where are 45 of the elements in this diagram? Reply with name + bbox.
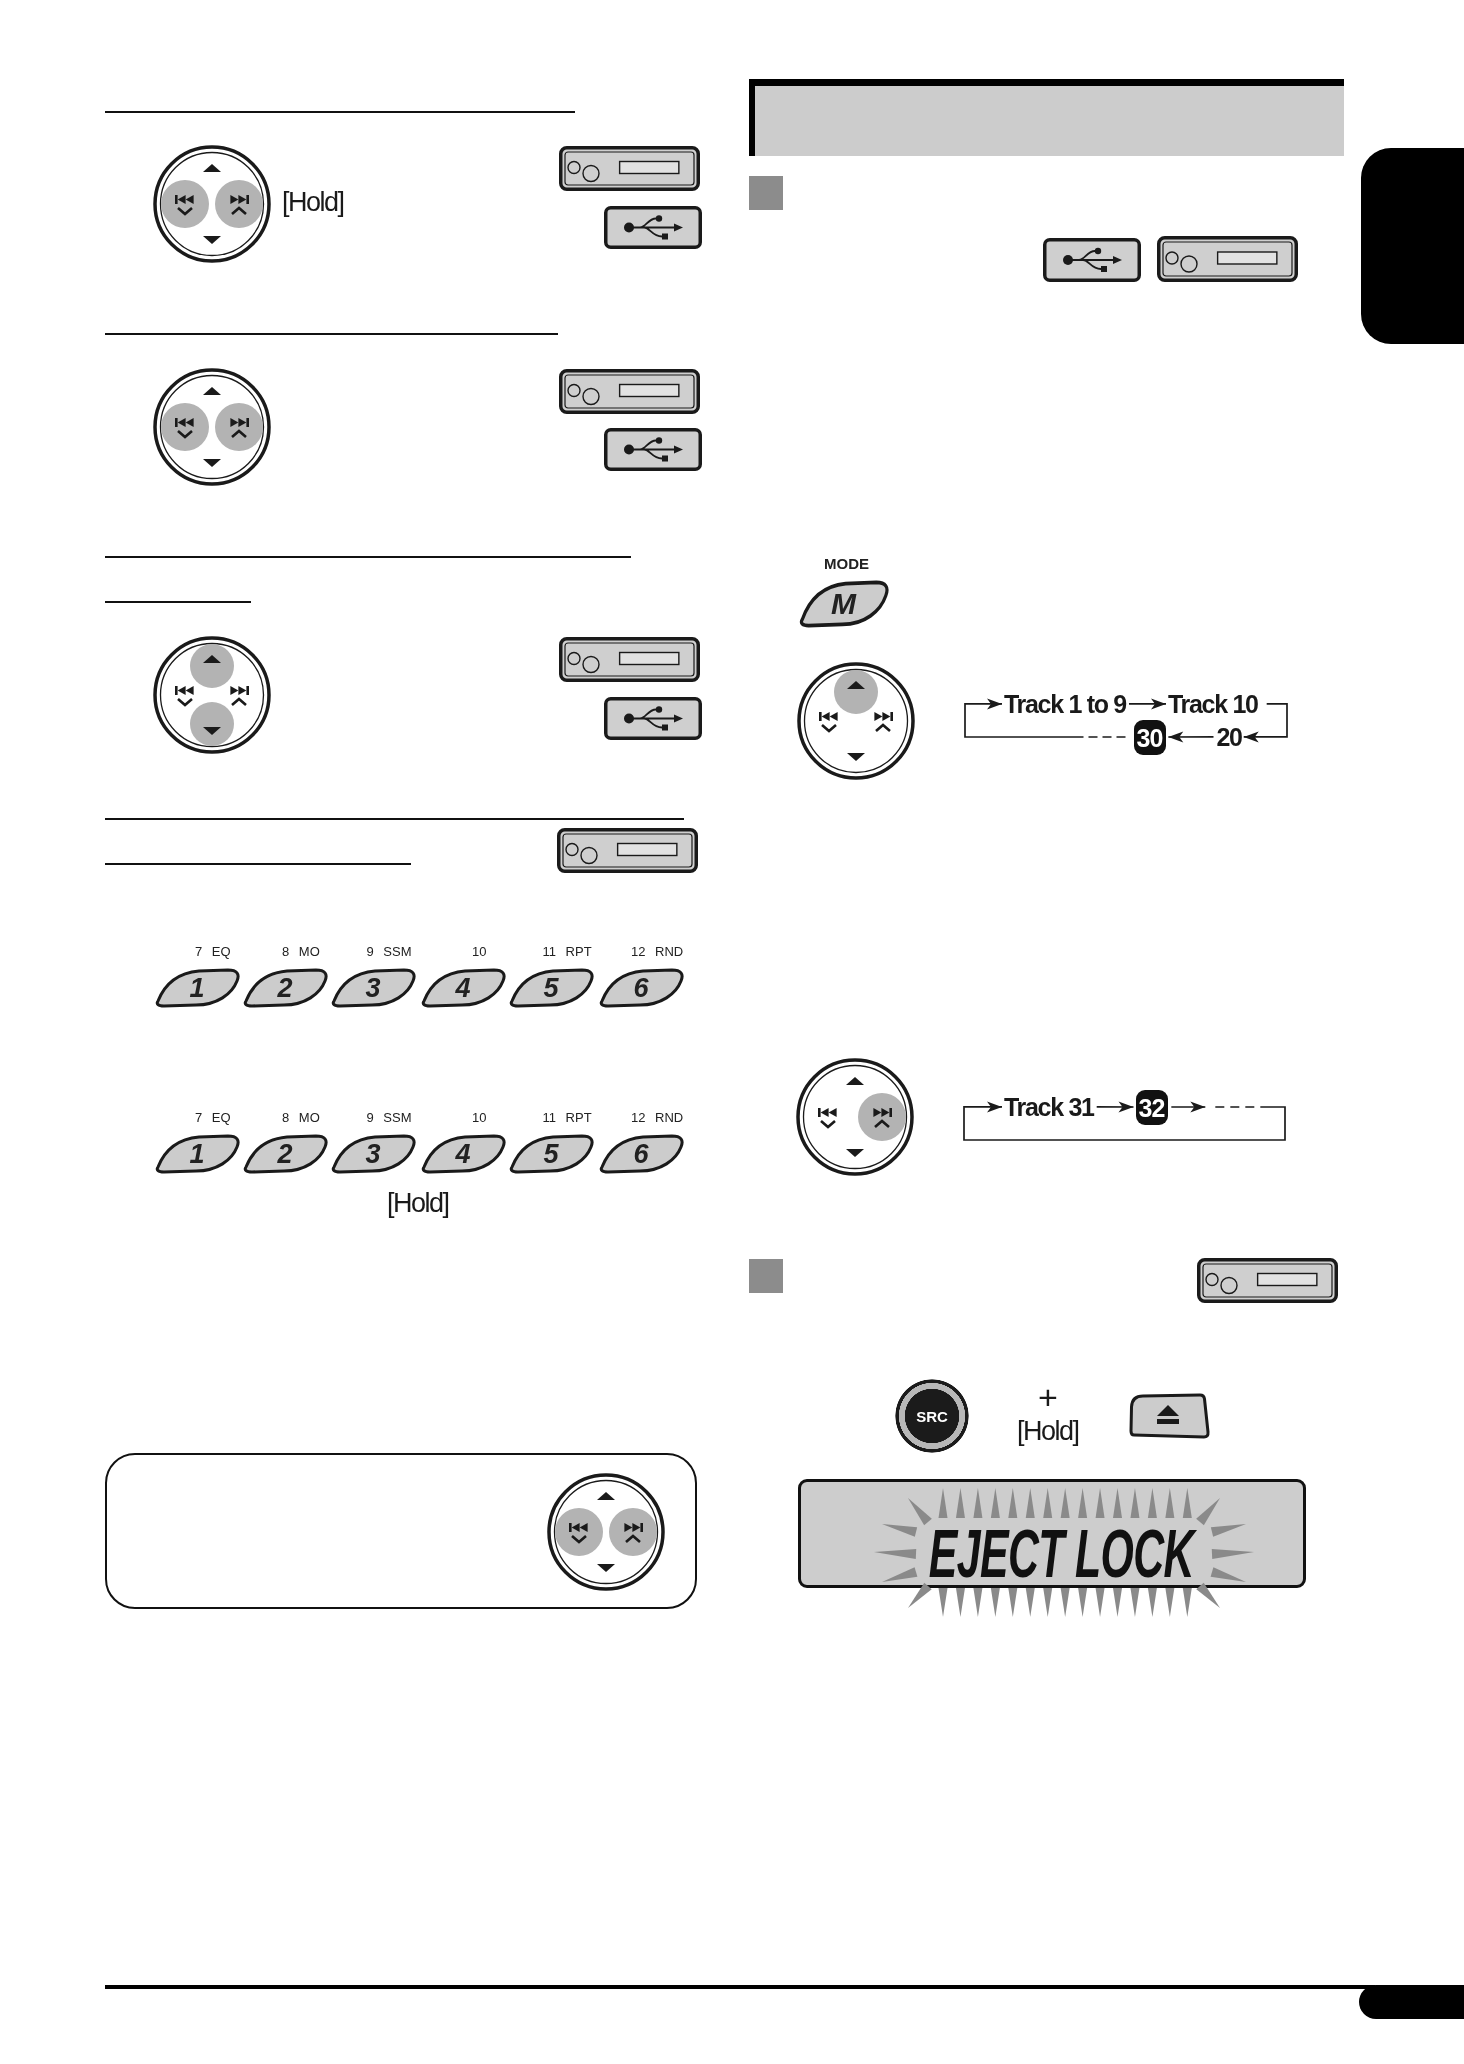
preset-button: 4 <box>420 1134 506 1174</box>
track-label: Track 31 <box>1004 1092 1094 1122</box>
flow-arrow <box>1128 698 1167 710</box>
heading-bar <box>749 79 1344 156</box>
track-label: 20 <box>1216 722 1242 752</box>
flow-arrow <box>963 1101 1286 1141</box>
hold-note: [Hold] <box>282 186 344 218</box>
track-label: Track 1 to 9 <box>1004 689 1126 719</box>
flow-arrow <box>1095 1101 1135 1113</box>
preset-button: 3 <box>330 968 416 1008</box>
button-function-label: 7 EQ <box>195 944 231 960</box>
button-function-label: 10 <box>472 944 487 960</box>
button-function-label: 8 MO <box>282 1110 320 1126</box>
button-function-label: 12 RND <box>631 1110 684 1126</box>
track-number-badge: 30 <box>1133 719 1167 755</box>
preset-button: 2 <box>242 968 328 1008</box>
preset-button: 5 <box>508 968 594 1008</box>
button-function-label: 8 MO <box>282 944 320 960</box>
preset-button: 4 <box>420 968 506 1008</box>
button-function-label: 11 RPT <box>542 944 592 960</box>
preset-button: 6 <box>598 968 684 1008</box>
preset-button: 3 <box>330 1134 416 1174</box>
button-function-label: 7 EQ <box>195 1110 231 1126</box>
flow-arrow <box>1242 703 1288 743</box>
button-function-label: 12 RND <box>631 944 684 960</box>
button-function-label: 11 RPT <box>542 1110 592 1126</box>
mode-button: M <box>798 580 889 628</box>
button-caption: MODE <box>824 554 869 572</box>
track-label: Track 10 <box>1168 689 1258 719</box>
side-tab <box>1361 148 1464 344</box>
flow-arrow <box>1167 731 1215 743</box>
eject-button <box>1129 1393 1210 1440</box>
button-function-label: 9 SSM <box>366 944 412 960</box>
preset-button: 1 <box>154 968 240 1008</box>
source-button: SRC <box>895 1379 969 1453</box>
button-function-label: 10 <box>472 1110 487 1126</box>
preset-button: 5 <box>508 1134 594 1174</box>
preset-button: 1 <box>154 1134 240 1174</box>
hold-note: [Hold] <box>1017 1415 1079 1447</box>
plus-sign: + <box>1038 1377 1058 1417</box>
preset-button: 6 <box>598 1134 684 1174</box>
preset-button: 2 <box>242 1134 328 1174</box>
button-function-label: 9 SSM <box>366 1110 412 1126</box>
track-number-badge: 32 <box>1135 1089 1169 1125</box>
hold-note: [Hold] <box>387 1187 449 1219</box>
